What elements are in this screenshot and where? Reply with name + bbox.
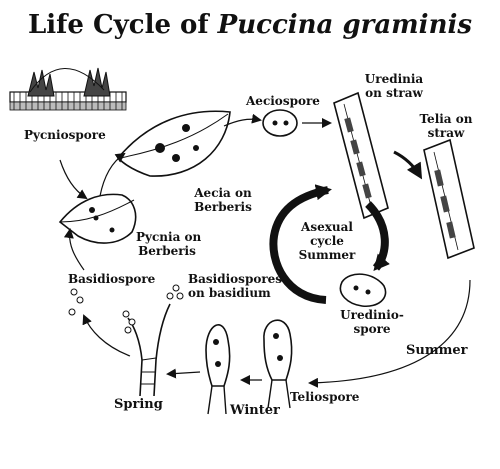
telia-straw-drawing <box>423 138 475 260</box>
label-pycniospore: Pycniospore <box>24 128 106 142</box>
pycnia-leaf-drawing <box>58 193 137 244</box>
arrow-spring-to-basidiospore <box>82 314 131 357</box>
label-uredinia-line1: Uredinia <box>364 72 424 86</box>
label-asexual-line3: Summer <box>298 248 356 262</box>
basidiospore-drawing <box>70 288 78 296</box>
teliospore-winter-drawing <box>205 324 231 415</box>
label-aecia-line1: Aecia on <box>194 186 252 200</box>
label-basidiospores-line1: Basidiospores <box>188 272 283 286</box>
label-asexual-line2: cycle <box>310 234 344 248</box>
arrow-uredinia-to-telia <box>393 150 423 180</box>
urediniospore-drawing <box>339 273 387 308</box>
label-aecia: Aecia on Berberis <box>192 186 254 214</box>
arrow-summer-to-teliospore <box>308 279 471 388</box>
label-aeciospore: Aeciospore <box>246 94 320 108</box>
label-urediniospore-line2: spore <box>353 322 391 336</box>
label-telia-line1: Telia on <box>419 112 473 126</box>
arrow-basidiospore-to-pycnia <box>63 228 85 271</box>
title-species: Puccina graminis <box>217 10 472 40</box>
teliospore-drawing <box>263 319 293 409</box>
title-prefix: Life Cycle of <box>28 10 209 40</box>
aeciospore-drawing <box>262 109 298 137</box>
arrow-winter-to-spring <box>166 368 201 379</box>
diagram-title: Life Cycle of Puccina graminis <box>0 10 500 40</box>
label-basidiospores: Basidiospores on basidium <box>188 272 282 300</box>
label-aecia-line2: Berberis <box>194 200 252 214</box>
label-urediniospore-line1: Uredinio- <box>340 308 404 322</box>
basidium-drawing <box>122 284 184 397</box>
label-pycnia-line1: Pycnia on <box>136 230 202 244</box>
label-summer: Summer <box>406 343 468 358</box>
arrow-pycniospore-to-leaf <box>59 159 88 200</box>
uredinia-straw-drawing <box>333 91 389 220</box>
pycnia-section-drawing <box>9 67 127 111</box>
label-pycnia: Pycnia on Berberis <box>136 230 202 258</box>
label-winter: Winter <box>230 403 280 418</box>
label-teliospore: Teliospore <box>290 390 360 404</box>
label-uredinia: Uredinia on straw <box>358 72 430 100</box>
aecia-leaf-drawing <box>116 110 231 177</box>
label-basidiospore: Basidiospore <box>68 272 156 286</box>
label-telia-line2: straw <box>427 126 465 140</box>
arrow-pycnia-to-aecia <box>99 152 126 197</box>
label-pycnia-line2: Berberis <box>138 244 196 258</box>
label-basidiospores-line2: on basidium <box>188 286 271 300</box>
label-asexual-cycle: Asexual cycle Summer <box>294 220 360 262</box>
label-uredinia-line2: on straw <box>365 86 423 100</box>
label-spring: Spring <box>114 397 163 412</box>
asexual-cycle-arrow-upper <box>365 201 390 272</box>
label-urediniospore: Uredinio- spore <box>336 308 408 336</box>
asexual-cycle-arrow-lower <box>269 184 332 304</box>
label-asexual-line1: Asexual <box>301 220 353 234</box>
arrow-aecia-to-aeciospore <box>223 113 262 127</box>
label-telia: Telia on straw <box>416 112 476 140</box>
